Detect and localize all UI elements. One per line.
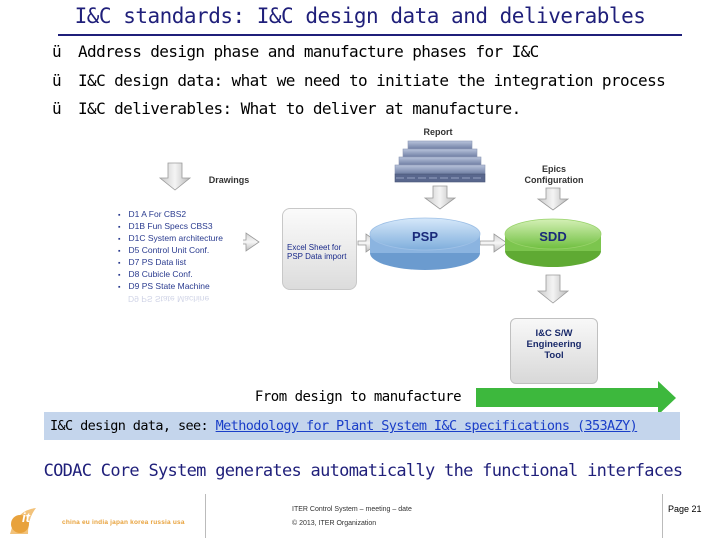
drawings-label: Drawings <box>208 175 250 185</box>
methodology-link[interactable]: Methodology for Plant System I&C specifi… <box>215 418 638 434</box>
document-item: D1 A For CBS2 <box>110 209 243 221</box>
iter-logo-text: iter <box>22 510 43 525</box>
document-item: D5 Control Unit Conf. <box>110 245 243 257</box>
document-item: D7 PS Data list <box>110 257 243 269</box>
banner-label: From design to manufacture <box>240 388 476 407</box>
document-reflection: D9 PS State Machine <box>128 294 210 304</box>
right-arrow-icon <box>241 232 260 252</box>
document-item: D9 PS State Machine <box>110 281 243 293</box>
bullet-item: ü Address design phase and manufacture ph… <box>52 42 539 61</box>
tool-label-line: I&C S/W <box>535 328 573 339</box>
document-item: D8 Cubicle Conf. <box>110 269 243 281</box>
footer-meeting: ITER Control System – meeting – date <box>292 506 412 513</box>
bullet-text: I&C design data: what we need to initiat… <box>78 71 666 90</box>
bullet-item: ü I&C design data: what we need to initia… <box>52 71 666 90</box>
codac-statement: CODAC Core System generates automaticall… <box>43 461 684 481</box>
document-item: D1B Fun Specs CBS3 <box>110 221 243 233</box>
sdd-disk-icon <box>504 218 602 267</box>
footer-copyright: © 2013, ITER Organization <box>292 520 377 527</box>
bullet-item: ü I&C deliverables: What to deliver at ma… <box>52 99 521 118</box>
bullet-text: Address design phase and manufacture pha… <box>78 42 539 61</box>
down-arrow-icon <box>423 185 457 210</box>
epics-config-label: Configuration <box>524 175 584 185</box>
epics-label: Epics <box>541 164 566 174</box>
excel-label-line: PSP Data import <box>287 252 347 261</box>
footer-divider <box>662 494 663 538</box>
tool-label-line: Engineering <box>526 339 582 350</box>
down-arrow-icon <box>158 162 192 191</box>
sdd-label: SDD <box>539 229 567 244</box>
down-arrow-icon <box>536 187 570 211</box>
check-icon: ü <box>52 99 62 118</box>
report-label: Report <box>423 127 453 137</box>
document-item: D1C System architecture <box>110 233 243 245</box>
check-icon: ü <box>52 71 62 90</box>
down-arrow-icon <box>536 274 570 304</box>
member-countries: china eu india japan korea russia usa <box>62 519 185 526</box>
reference-box: I&C design data, see: Methodology for Pl… <box>44 412 680 440</box>
excel-sheet-box: Excel Sheet for PSP Data import <box>282 208 357 290</box>
right-arrow-icon <box>479 233 508 253</box>
tool-label-line: Tool <box>544 350 564 361</box>
title-underline <box>58 34 682 36</box>
drawings-document-list: D1 A For CBS2 D1B Fun Specs CBS3 D1C Sys… <box>110 205 243 297</box>
bullet-text: I&C deliverables: What to deliver at man… <box>78 99 521 118</box>
footer-divider <box>205 494 206 538</box>
slide-title: I&C standards: I&C design data and deliv… <box>74 4 646 28</box>
iter-logo-icon <box>10 508 36 534</box>
report-stack-icon <box>394 140 486 183</box>
check-icon: ü <box>52 42 62 61</box>
psp-label: PSP <box>411 229 438 244</box>
excel-label-line: Excel Sheet for <box>287 243 342 252</box>
psp-disk-icon <box>369 217 481 270</box>
page-number: Page 21 <box>668 504 702 514</box>
banner-arrow-icon <box>658 381 676 415</box>
engineering-tool-box: I&C S/W Engineering Tool <box>510 318 598 384</box>
reference-prefix: I&C design data, see: <box>50 418 216 434</box>
